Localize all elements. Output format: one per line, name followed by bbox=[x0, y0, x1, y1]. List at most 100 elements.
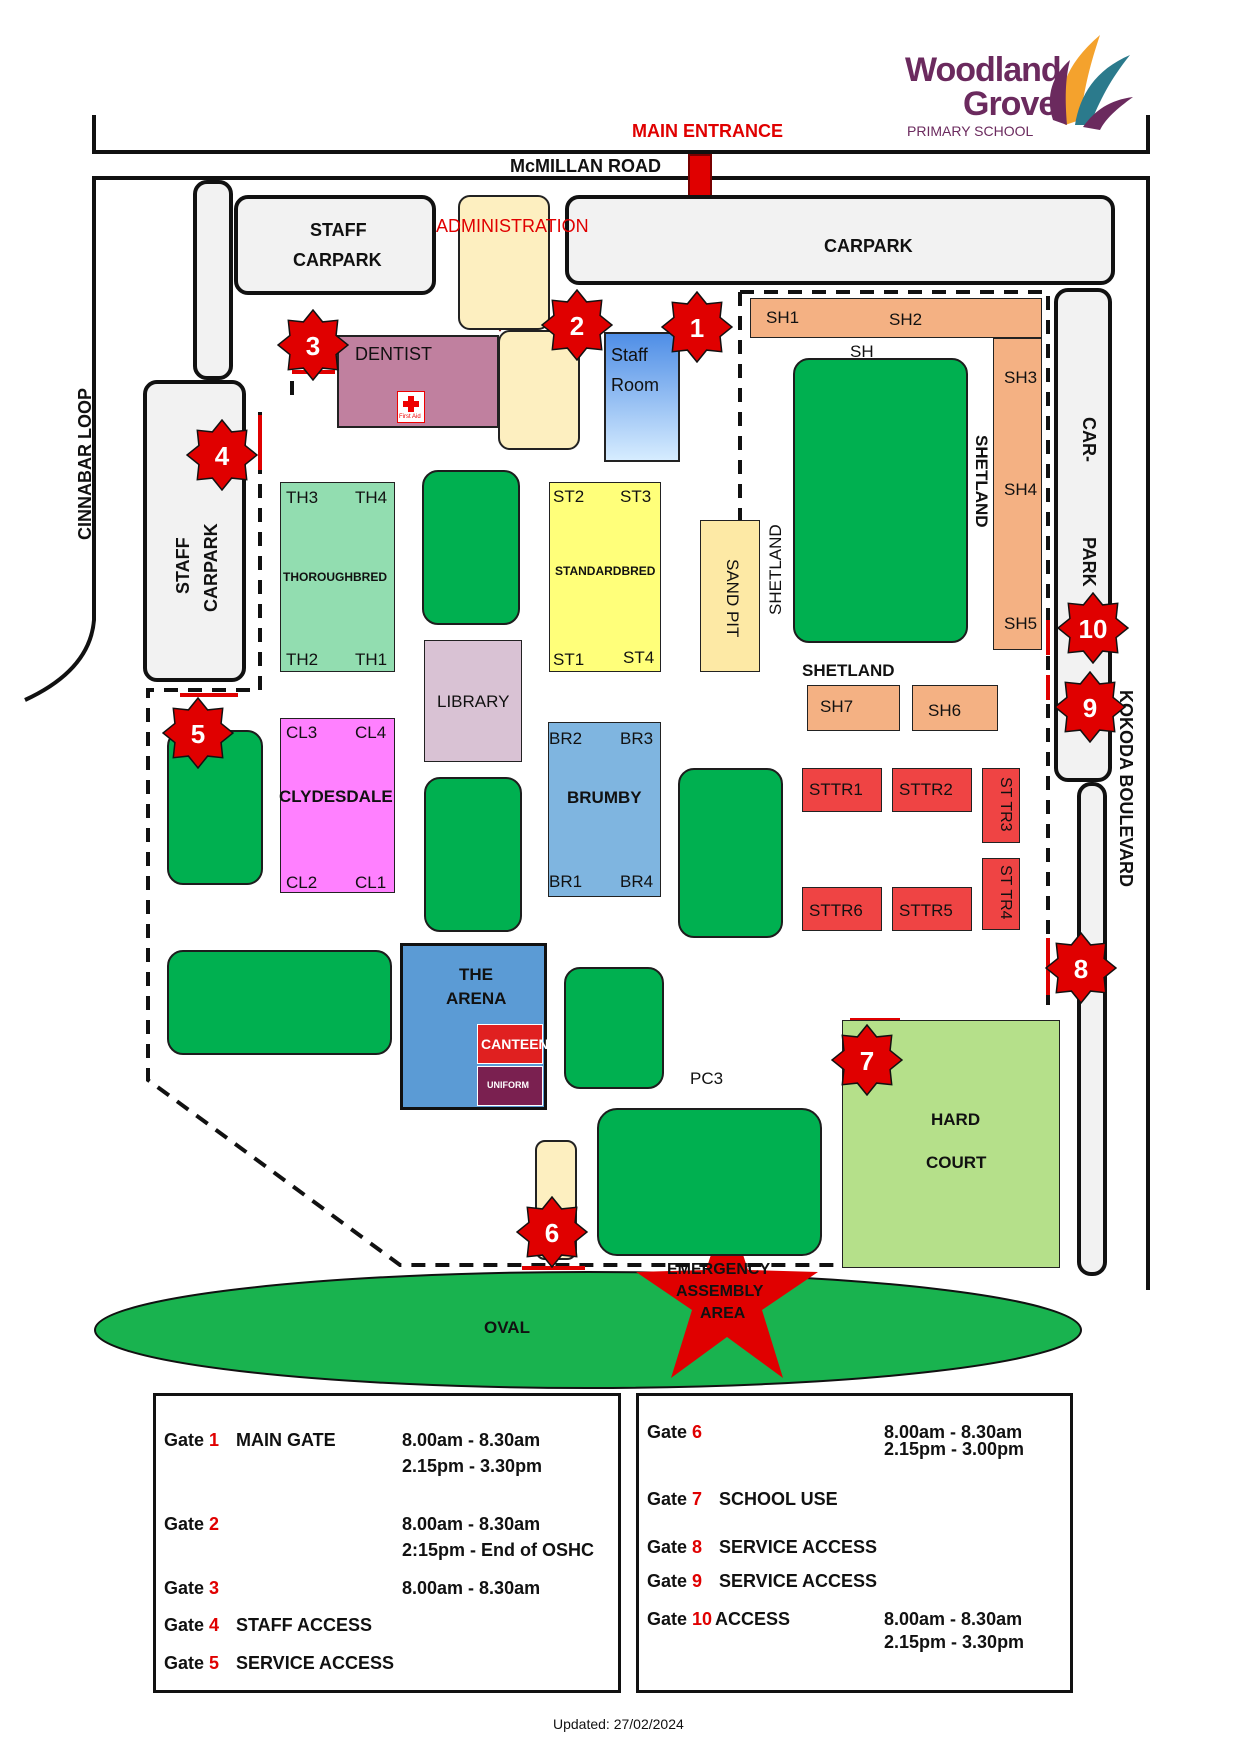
legend-gate-number: 10 bbox=[692, 1609, 713, 1629]
uniform-label: UNIFORM bbox=[487, 1080, 529, 1090]
shetland-building-right: SH3 SH4 SH5 bbox=[993, 338, 1042, 650]
cl2-label: CL2 bbox=[286, 873, 318, 892]
canteen-box: CANTEEN bbox=[477, 1024, 549, 1064]
mcmillan-road-label: McMILLAN ROAD bbox=[510, 156, 661, 176]
oval-label: OVAL bbox=[484, 1318, 530, 1337]
legend-gate-label: Gate 8 bbox=[647, 1537, 702, 1558]
legend-gate-description: STAFF ACCESS bbox=[236, 1615, 373, 1635]
legend-gate-label: Gate 3 bbox=[164, 1578, 219, 1599]
br3-label: BR3 bbox=[620, 729, 654, 748]
car-park-right-label-1: CAR- bbox=[1079, 417, 1099, 462]
school-logo: Woodland Grove PRIMARY SCHOOL bbox=[905, 25, 1135, 145]
staff-room: Staff Room bbox=[604, 332, 680, 462]
gate-star-icon bbox=[1056, 591, 1130, 665]
th3-label: TH3 bbox=[286, 488, 319, 507]
shetland-vertical-label-1: SHETLAND bbox=[766, 524, 785, 615]
staff-carpark-top: STAFF CARPARK bbox=[234, 195, 436, 295]
sttr5-building: STTR5 bbox=[892, 887, 972, 931]
br1-label: BR1 bbox=[549, 872, 583, 891]
legend-gate-number: 3 bbox=[209, 1578, 220, 1598]
cinnabar-curve bbox=[24, 178, 96, 702]
gate-1-marker: 1 bbox=[660, 290, 734, 364]
legend-gate-word: Gate bbox=[647, 1571, 693, 1591]
legend-gate-description: SCHOOL USE bbox=[719, 1489, 838, 1509]
legend-gate-word: Gate bbox=[164, 1653, 210, 1673]
legend-gate-description: ACCESS bbox=[715, 1609, 791, 1629]
hard-court-label-1: HARD bbox=[931, 1110, 981, 1129]
clydesdale-label: CLYDESDALE bbox=[279, 787, 393, 806]
arena-label-2: ARENA bbox=[446, 989, 507, 1008]
green-area-e bbox=[167, 950, 392, 1055]
legend-gate-description: SERVICE ACCESS bbox=[719, 1571, 878, 1591]
gate-4-marker: 4 bbox=[185, 418, 259, 492]
carpark-top-label: CARPARK bbox=[824, 236, 913, 256]
legend-gate-word: Gate bbox=[164, 1514, 210, 1534]
shetland-vertical-label-2: SHETLAND bbox=[972, 435, 991, 528]
legend-gate-number: 2 bbox=[209, 1514, 220, 1534]
dentist-building: DENTIST First Aid bbox=[337, 335, 499, 428]
th2-label: TH2 bbox=[286, 650, 319, 669]
logo-line-3: PRIMARY SCHOOL bbox=[907, 123, 1034, 139]
green-area-g bbox=[597, 1108, 822, 1256]
gate-star-icon bbox=[1044, 931, 1118, 1005]
legend-gate-number: 8 bbox=[692, 1537, 703, 1557]
legend-gate-word: Gate bbox=[647, 1537, 693, 1557]
dentist-label: DENTIST bbox=[355, 344, 433, 364]
uniform-box: UNIFORM bbox=[477, 1066, 543, 1106]
legend-gate-word: Gate bbox=[164, 1615, 210, 1635]
car-park-right-label-2: PARK bbox=[1079, 537, 1099, 587]
gate-star-icon bbox=[830, 1023, 904, 1097]
library-building: LIBRARY bbox=[424, 640, 522, 762]
legend-gate-word: Gate bbox=[647, 1609, 693, 1629]
legend-gate-time: 2:15pm - End of OSHC bbox=[402, 1540, 595, 1560]
thoroughbred-building: TH3 TH4 THOROUGHBRED TH2 TH1 bbox=[280, 482, 395, 672]
gate-number: 10 bbox=[1078, 614, 1108, 644]
arena-label-1: THE bbox=[459, 965, 493, 984]
first-aid-label: First Aid bbox=[399, 414, 421, 420]
sh-label: SH bbox=[850, 342, 874, 361]
sh7-building: SH7 bbox=[807, 685, 900, 731]
legend-gate-number: 9 bbox=[692, 1571, 703, 1591]
legend-gate-word: Gate bbox=[647, 1489, 693, 1509]
br4-label: BR4 bbox=[620, 872, 654, 891]
sttr6-building: STTR6 bbox=[802, 887, 882, 931]
hard-court: HARD COURT bbox=[842, 1020, 1060, 1268]
logo-emblem-icon bbox=[1049, 35, 1133, 130]
cinnabar-verge bbox=[193, 180, 233, 380]
th1-label: TH1 bbox=[355, 650, 388, 669]
administration-label: ADMINISTRATION bbox=[436, 216, 589, 236]
brumby-label: BRUMBY bbox=[567, 788, 642, 807]
gate-number: 6 bbox=[544, 1218, 560, 1248]
gate-star-icon bbox=[540, 288, 614, 362]
sh5-label: SH5 bbox=[1004, 614, 1038, 633]
sand-pit: SAND PIT bbox=[700, 520, 760, 672]
sttr2-building: STTR2 bbox=[892, 768, 972, 812]
first-aid-icon: First Aid bbox=[397, 391, 425, 423]
sttr1-label: STTR1 bbox=[809, 780, 863, 799]
standardbred-label: STANDARDBRED bbox=[555, 564, 656, 578]
legend-gate-label: Gate 7 bbox=[647, 1489, 702, 1510]
hard-court-label-2: COURT bbox=[926, 1153, 987, 1172]
gate-number: 7 bbox=[859, 1046, 875, 1076]
green-area-shetland bbox=[793, 358, 968, 643]
carpark-top: CARPARK bbox=[565, 195, 1115, 285]
staff-room-label-2: Room bbox=[611, 375, 660, 395]
legend-gate-label: Gate 1 bbox=[164, 1430, 219, 1451]
gate-2-marker: 2 bbox=[540, 288, 614, 362]
main-entrance-label: MAIN ENTRANCE bbox=[632, 121, 783, 141]
clydesdale-building: CL3 CL4 CLYDESDALE CL2 CL1 bbox=[279, 718, 395, 893]
gate-6-marker: 6 bbox=[515, 1195, 589, 1269]
staff-carpark-left-label-2: CARPARK bbox=[201, 523, 221, 612]
staff-room-label-1: Staff bbox=[611, 345, 648, 365]
gate-number: 5 bbox=[190, 719, 206, 749]
legend-gate-time: 2.15pm - 3.30pm bbox=[402, 1456, 543, 1476]
sttr1-building: STTR1 bbox=[802, 768, 882, 812]
legend-gate-label: Gate 2 bbox=[164, 1514, 219, 1535]
emergency-assembly-label-2: ASSEMBLY bbox=[676, 1283, 764, 1300]
logo-line-1: Woodland bbox=[905, 51, 1062, 89]
legend-gate-label: Gate 5 bbox=[164, 1653, 219, 1674]
sh3-label: SH3 bbox=[1004, 368, 1038, 387]
oval bbox=[94, 1271, 1082, 1389]
sttr3-label: ST TR3 bbox=[997, 777, 1014, 832]
legend-gate-label: Gate 6 bbox=[647, 1422, 702, 1443]
